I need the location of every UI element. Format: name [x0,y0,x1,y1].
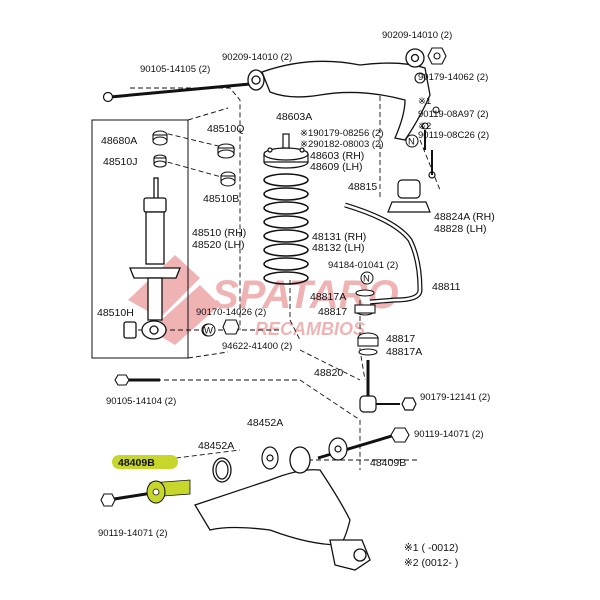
nut-90209-14010-right[interactable] [427,47,447,65]
highlighted-cam-48409b-left[interactable] [100,479,191,507]
label-90105-14104: 90105-14104 (2) [106,396,176,407]
label-90119-08c26: 90119-08C26 (2) [418,130,489,141]
label-90170-14026: 90170-14026 (2) [196,307,266,318]
label-90179-08256: ※190179-08256 (2) [300,128,384,139]
label-48409b-right: 48409B [370,457,406,469]
label-48603-rh: 48603 (RH) [310,150,364,162]
label-48131-rh: 48131 (RH) [312,231,366,243]
upper-control-arm[interactable] [247,48,431,141]
label-48817a-upper: 48817A [310,291,346,303]
lower-arm-bushings-48452a[interactable] [215,446,279,480]
label-90209-14010-left: 90209-14010 (2) [222,52,292,63]
label-48817-upper: 48817 [318,306,347,318]
label-94184-01041: 94184-01041 (2) [328,260,398,271]
label-90119-14071-right: 90119-14071 (2) [414,429,484,440]
label-highlight [112,455,178,469]
shock-absorber-48510[interactable] [123,177,181,340]
label-48409b-highlighted: 48409B [118,457,155,469]
w-marker: W [204,326,213,337]
label-48824a: 48824A (RH) [434,211,495,223]
callout-markers [202,134,419,337]
label-90209-14010-right: 90209-14010 (2) [382,30,452,41]
label-48510q: 48510Q [207,123,244,135]
label-48132-lh: 48132 (LH) [312,242,365,254]
stabilizer-link-parts[interactable] [354,289,379,356]
shock-bushings[interactable] [152,130,236,187]
legend-note-1: ※1 ( -0012) [404,542,458,554]
label-90179-12141: 90179-12141 (2) [420,392,490,403]
label-48817a-lower: 48817A [386,346,422,358]
legend-note-2: ※2 (0012- ) [404,557,458,569]
stabilizer-bushing-48815[interactable] [387,150,436,213]
spring-seat-48603[interactable] [263,133,309,169]
label-90119-14071-left: 90119-14071 (2) [98,528,168,539]
label-48510h: 48510H [97,307,134,319]
upper-arm-nuts[interactable] [414,72,440,150]
note-1-marker: ※1 [418,96,431,107]
watermark-sub: RECAMBIOS [255,319,365,339]
label-48820: 48820 [314,367,343,379]
label-90119-08a97: 90119-08A97 (2) [418,109,489,120]
label-48510b: 48510B [203,193,239,205]
label-48452a-right: 48452A [247,417,283,429]
note-2-marker: ※2 [418,121,431,132]
label-90105-14105: 90105-14105 (2) [140,64,210,75]
label-48452a-left: 48452A [198,440,234,452]
label-48817-lower: 48817 [386,333,415,345]
coil-spring-48131[interactable] [263,173,309,285]
stabilizer-link-48820[interactable] [359,360,417,413]
label-90182-08003: ※290182-08003 (2) [300,139,384,150]
label-48510j: 48510J [103,156,137,168]
upper-bolt-90105-14105[interactable] [102,82,251,103]
label-94622-41400: 94622-41400 (2) [222,341,292,352]
shock-lower-bolt-90105-14104[interactable] [114,374,160,386]
label-48828: 48828 (LH) [434,223,487,235]
label-48603a: 48603A [276,111,312,123]
label-48609-lh: 48609 (LH) [310,161,363,173]
label-48520-lh: 48520 (LH) [192,239,245,251]
lower-control-arm[interactable] [194,446,371,571]
n-marker-b: N [363,274,370,285]
stabilizer-bar-inner [344,203,422,304]
label-48510-rh: 48510 (RH) [192,227,246,239]
shock-absorber-box [91,107,229,359]
n-marker-a: N [408,137,415,148]
label-48815: 48815 [348,181,377,193]
label-48680a: 48680A [101,135,137,147]
label-90179-14062: 90179-14062 (2) [418,72,488,83]
label-48811: 48811 [432,281,461,293]
cam-plate-48409b-right[interactable] [328,437,348,461]
